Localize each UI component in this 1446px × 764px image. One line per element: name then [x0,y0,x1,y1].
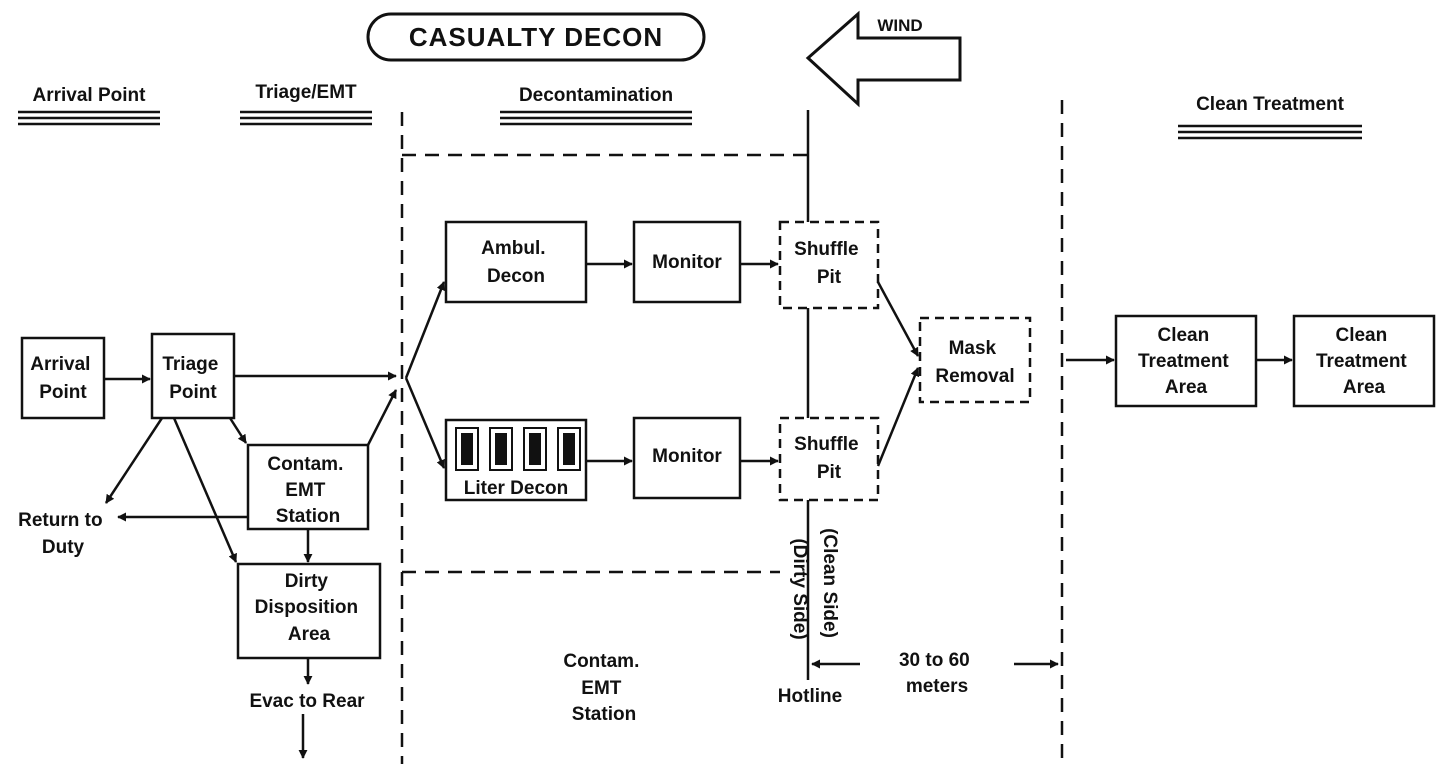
wind-arrow [805,10,962,108]
mask-removal-box [918,316,1032,404]
shuffle-pit-top-label: Shuffle Pit [794,239,864,288]
contam-emt-zone-label: Contam. EMT Station [563,651,644,725]
arrow-triage-to-contam-emt [228,417,248,444]
litter-icon [557,427,581,471]
liter-decon-label: Liter Decon [464,478,569,499]
header-clean-treatment: Clean Treatment [1196,94,1344,115]
monitor-top-label: Monitor [652,252,722,273]
monitor-top-box [632,220,742,304]
return-to-duty-label: Return to Duty [18,510,108,558]
dirty-disposition-label: Dirty Disposition Area [255,571,364,645]
arrow-triage-to-return-duty [104,417,164,504]
clean-treatment-1-label: Clean Treatment Area [1138,325,1234,398]
triage-point-box [150,332,236,420]
header-arrival-point: Arrival Point [33,85,147,106]
litter-icon [523,427,547,471]
shuffle-pit-bottom-box [778,416,880,502]
ambul-decon-box [444,220,588,304]
diagram-title: CASUALTY DECON [409,22,663,52]
monitor-bottom-box [632,416,742,500]
arrow-triage-to-dirty-disposition [172,417,238,563]
mask-removal-label: Mask Removal [935,338,1014,387]
header-decontamination: Decontamination [519,85,673,106]
arrow-split-to-ambul-decon [404,281,446,379]
hotline-label: Hotline [778,686,842,707]
arrow-shuffle-top-to-mask [876,281,920,357]
shuffle-pit-bottom-label: Shuffle Pit [794,434,864,483]
clean-treatment-2-label: Clean Treatment Area [1316,325,1412,398]
dirty-side-label: (Dirty Side) [789,538,810,639]
triage-point-label: Triage Point [162,354,223,403]
contam-emt-station-label: Contam. EMT Station [267,454,348,527]
flow-arrows [104,259,1293,759]
wind-label: WIND [877,16,922,35]
header-arrival-underline [18,110,160,126]
clean-side-label: (Clean Side) [819,528,840,638]
monitor-bottom-label: Monitor [652,446,722,467]
clean-treatment-2-box [1292,314,1436,408]
arrival-point-label: Arrival Point [30,354,95,403]
ambul-decon-label: Ambul. Decon [481,238,551,287]
litter-icon [489,427,513,471]
shuffle-pit-top-box [778,220,880,310]
litter-icon [455,427,479,471]
arrow-contam-emt-to-decon-split [366,389,398,446]
litter-icons [455,427,581,471]
zone-boundaries [400,100,1064,764]
arrow-split-to-liter-decon [404,377,446,469]
arrival-point-box [20,336,106,420]
header-decon-underline [500,110,692,126]
arrow-shuffle-bottom-to-mask [876,367,920,467]
header-triage-underline [240,110,372,126]
evac-to-rear-label: Evac to Rear [249,691,365,712]
distance-label: 30 to 60 meters [899,650,975,697]
header-triage-emt: Triage/EMT [255,82,357,103]
header-clean-underline [1178,124,1362,140]
title-frame [366,12,706,62]
